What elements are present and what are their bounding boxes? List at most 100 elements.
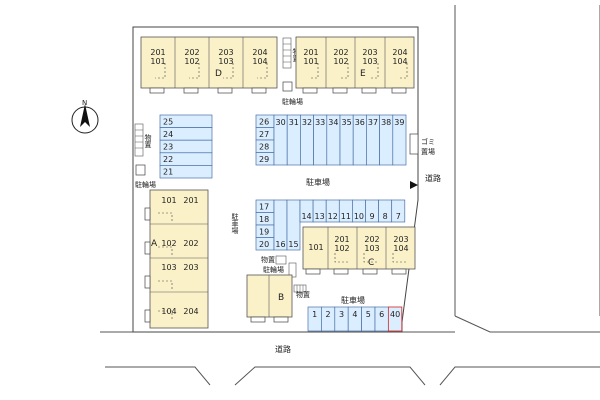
parking-space-15: [286, 199, 301, 251]
unit-d-201: 201: [150, 48, 165, 57]
garbage-area: ゴミ 置場: [409, 133, 435, 156]
parking-space-label-24: 24: [163, 130, 173, 139]
parking-space-label-6: 6: [379, 310, 384, 319]
building-a-body: [149, 189, 209, 329]
parking-space-label-8: 8: [383, 212, 388, 221]
parking-space-label-14: 14: [301, 212, 311, 221]
unit-e-101: 101: [303, 57, 318, 66]
building-b-letter: B: [278, 293, 284, 303]
parking-space-label-39: 39: [394, 118, 404, 127]
parking-space-label-2: 2: [326, 310, 331, 319]
building-e-letter: E: [360, 69, 366, 79]
parking-space-label-12: 12: [328, 212, 338, 221]
building-e: 201 101 202 102 203 103 204 104 E: [295, 36, 415, 94]
parking-space-label-19: 19: [259, 227, 269, 236]
unit-d-203: 203: [218, 48, 233, 57]
unit-a-202: 202: [183, 239, 198, 248]
parking-space-label-40: 40: [390, 310, 400, 319]
garbage-label-1: ゴミ: [421, 137, 435, 146]
parking-space-label-23: 23: [163, 143, 173, 152]
building-a: 101 201 102 202 103 203 104 204 A: [144, 189, 209, 329]
parking-space-label-31: 31: [289, 118, 299, 127]
parking-space-39: [392, 114, 407, 166]
north-arrow-icon: [80, 104, 90, 127]
parking-space-7: [391, 199, 406, 223]
parking-label-west-vertical: 駐車場: [231, 212, 239, 235]
unit-c-104: 104: [393, 244, 408, 253]
south-road-edge-south-mid: [234, 366, 426, 386]
unit-a-102: 102: [161, 239, 176, 248]
bicycle-parking-north-label: 駐輪場: [282, 97, 303, 106]
parking-space-label-10: 10: [354, 212, 364, 221]
storage-center: 物置 駐輪場: [261, 255, 297, 278]
unit-e-203: 203: [362, 48, 377, 57]
parking-space-label-16: 16: [275, 240, 285, 249]
parking-space-label-15: 15: [288, 240, 298, 249]
building-d: 201 101 202 102 203 103 204 104 D: [140, 36, 278, 94]
storage-south-label: 物置: [296, 290, 310, 299]
parking-space-label-36: 36: [355, 118, 365, 127]
parking-space-label-28: 28: [259, 142, 269, 151]
parking-space-label-34: 34: [328, 118, 338, 127]
storage-center-label: 物置: [261, 255, 275, 264]
unit-c-203: 203: [393, 235, 408, 244]
parking-space-label-32: 32: [302, 118, 312, 127]
unit-d-202: 202: [184, 48, 199, 57]
unit-d-103: 103: [218, 57, 233, 66]
unit-a-203: 203: [183, 263, 198, 272]
unit-d-102: 102: [184, 57, 199, 66]
building-b: B: [246, 274, 293, 323]
garbage-label-2: 置場: [421, 147, 435, 156]
parking-space-label-29: 29: [259, 155, 269, 164]
unit-d-104: 104: [252, 57, 267, 66]
parking-space-label-18: 18: [259, 215, 269, 224]
entrance-arrow-icon: [410, 181, 418, 189]
parking-space-label-37: 37: [368, 118, 378, 127]
unit-a-103: 103: [161, 263, 176, 272]
parking-space-label-26: 26: [259, 117, 269, 126]
building-d-letter: D: [215, 69, 222, 79]
unit-e-104: 104: [392, 57, 407, 66]
unit-a-101: 101: [161, 196, 176, 205]
unit-e-103: 103: [362, 57, 377, 66]
parking-space-label-27: 27: [259, 130, 269, 139]
unit-d-101: 101: [150, 57, 165, 66]
bicycle-parking-center-label: 駐輪場: [263, 265, 284, 274]
parking-space-label-5: 5: [366, 310, 371, 319]
parking-space-label-7: 7: [396, 212, 401, 221]
unit-c-102: 102: [334, 244, 349, 253]
parking-space-label-30: 30: [276, 118, 286, 127]
parking-space-21: [159, 165, 213, 179]
unit-e-204: 204: [392, 48, 407, 57]
unit-d-204: 204: [252, 48, 267, 57]
parking-space-label-3: 3: [339, 310, 344, 319]
unit-c-202: 202: [364, 235, 379, 244]
compass: N: [71, 99, 99, 134]
building-b-body: [246, 274, 293, 318]
parking-label-south: 駐車場: [341, 295, 365, 305]
parking-space-label-9: 9: [370, 212, 375, 221]
parking-space-label-20: 20: [259, 240, 269, 249]
unit-e-102: 102: [333, 57, 348, 66]
storage-west: 物置 駐輪場: [134, 123, 156, 189]
storage-west-label: 物置: [144, 133, 152, 148]
unit-c-201: 201: [334, 235, 349, 244]
parking-space-label-21: 21: [163, 168, 173, 177]
unit-c-103: 103: [364, 244, 379, 253]
south-road-edge-south-left: [105, 366, 211, 386]
south-road-edge-south-right: [439, 366, 600, 386]
unit-e-201: 201: [303, 48, 318, 57]
building-a-letter: A: [151, 239, 158, 249]
parking-space-label-38: 38: [381, 118, 391, 127]
unit-c-101: 101: [308, 243, 323, 252]
unit-e-202: 202: [333, 48, 348, 57]
parking-space-label-25: 25: [163, 117, 173, 126]
parking-space-label-35: 35: [342, 118, 352, 127]
unit-a-201: 201: [183, 196, 198, 205]
